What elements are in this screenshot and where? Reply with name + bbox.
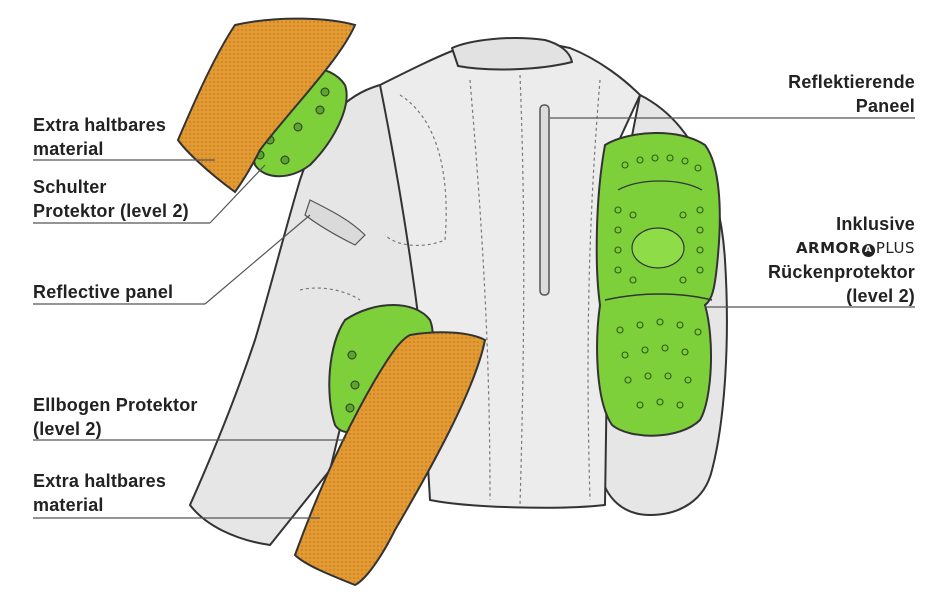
label-line: Protektor (level 2) [33, 199, 189, 223]
label-line: Schulter [33, 175, 189, 199]
back-protector [597, 133, 720, 436]
label-line: Rückenprotektor [768, 260, 915, 284]
label-line: Paneel [788, 94, 915, 118]
label-line: material [33, 137, 166, 161]
label-line: Extra haltbares [33, 469, 166, 493]
collar [452, 38, 572, 69]
label-shoulder-protector: Schulter Protektor (level 2) [33, 175, 189, 223]
brand-name: ARMOR [796, 239, 861, 257]
label-line: Reflektierende [788, 70, 915, 94]
label-line: material [33, 493, 166, 517]
label-extra-material-top: Extra haltbares material [33, 113, 166, 161]
label-reflective-panel-left: Reflective panel [33, 280, 173, 304]
reflective-strip [540, 105, 549, 295]
label-reflective-panel-right: Reflektierende Paneel [788, 70, 915, 118]
brand-plus: PLUS [876, 239, 915, 257]
label-line: Inklusive [768, 212, 915, 236]
label-line: Ellbogen Protektor [33, 393, 198, 417]
label-line: (level 2) [33, 417, 198, 441]
label-extra-material-bottom: Extra haltbares material [33, 469, 166, 517]
label-line: Extra haltbares [33, 113, 166, 137]
brand-mark-icon: A [862, 244, 875, 257]
label-elbow-protector: Ellbogen Protektor (level 2) [33, 393, 198, 441]
label-line: (level 2) [768, 284, 915, 308]
label-line: Reflective panel [33, 280, 173, 304]
